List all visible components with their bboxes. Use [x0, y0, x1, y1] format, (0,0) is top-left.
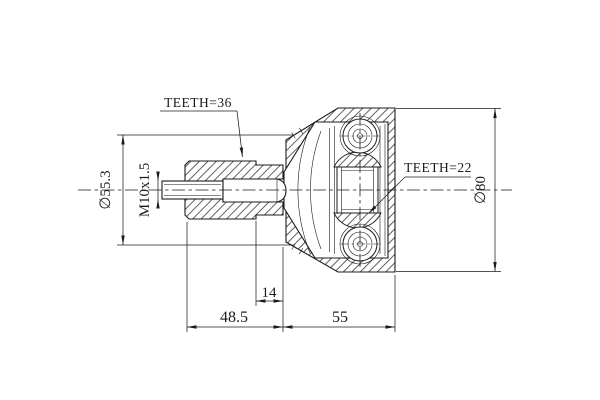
dimension-m10: M10x1.5	[137, 163, 160, 218]
housing-length-label: 55	[332, 309, 348, 326]
spline-shaft-tip	[222, 178, 287, 203]
thread-label: M10x1.5	[137, 163, 153, 218]
callout-teeth-36: TEETH=36	[160, 95, 245, 158]
shaft-length-label: 48.5	[220, 309, 248, 326]
spline-hub-top	[184, 160, 284, 182]
shaft-group	[161, 160, 287, 220]
dimension-80: ∅80	[396, 108, 501, 272]
boot-diameter-label: ∅55.3	[98, 170, 114, 209]
step-length-label: 14	[262, 285, 278, 301]
housing-group	[283, 107, 396, 273]
housing-diameter-label: ∅80	[473, 176, 489, 204]
teeth-inner-label: TEETH=22	[404, 160, 472, 175]
dimension-55: 55	[283, 275, 396, 332]
boot-groove-notches	[291, 127, 304, 255]
dimension-48-5: 48.5	[186, 222, 284, 332]
callout-teeth-22: TEETH=22	[367, 160, 472, 215]
dimension-55-3: ∅55.3	[98, 134, 294, 246]
dimension-14: 14	[255, 221, 283, 306]
cage-outer-sphere	[310, 130, 322, 250]
teeth-outer-label: TEETH=36	[164, 95, 232, 110]
